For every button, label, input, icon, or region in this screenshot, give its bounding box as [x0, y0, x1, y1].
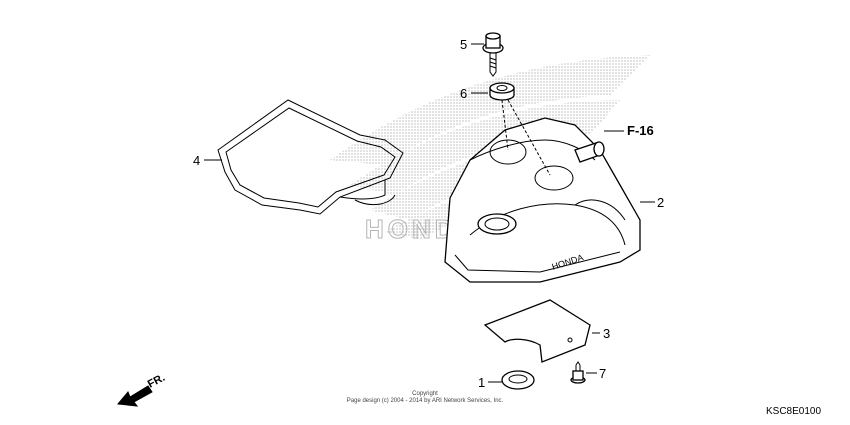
diagram-code: KSC8E0100 — [766, 406, 821, 417]
cylinder-head-cover-part-2: HONDA — [444, 117, 641, 283]
front-direction-arrow: FR. — [117, 372, 167, 407]
copyright-line-2: Page design (c) 2004 - 2014 by ARI Netwo… — [347, 398, 504, 404]
callout-6: 6 — [460, 86, 467, 101]
grommet-part-6 — [489, 82, 515, 101]
leader-lines — [204, 43, 655, 383]
callout-3: 3 — [603, 326, 610, 341]
copyright-line-1: Copyright — [412, 391, 438, 397]
callout-7: 7 — [599, 366, 606, 381]
reference-label[interactable]: F-16 — [627, 123, 654, 138]
plate-part-3 — [483, 299, 591, 363]
gasket-part-4 — [217, 99, 404, 215]
bolt-part-5 — [482, 32, 504, 77]
callout-2: 2 — [657, 195, 664, 210]
direction-label: FR. — [146, 372, 167, 391]
screw-part-7 — [570, 361, 586, 384]
callout-4: 4 — [193, 153, 200, 168]
seal-washer-part-1 — [501, 370, 535, 390]
callout-5: 5 — [460, 37, 467, 52]
callout-1: 1 — [478, 375, 485, 390]
